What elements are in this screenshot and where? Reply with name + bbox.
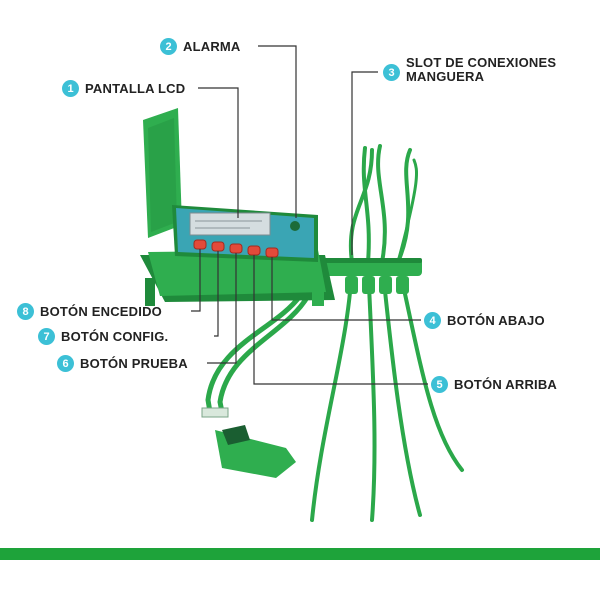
badge-8: 8: [17, 303, 34, 320]
leader-arriba: [253, 255, 428, 385]
label-line-2: MANGUERA: [406, 69, 485, 84]
leader-encedido: [191, 249, 201, 312]
label-text: BOTÓN PRUEBA: [80, 356, 188, 371]
label-text: BOTÓN CONFIG.: [61, 329, 169, 344]
hose-manifold: [322, 258, 422, 294]
label-alarma: 2 ALARMA: [160, 38, 241, 55]
hose-4: [396, 260, 464, 472]
test-button[interactable]: [229, 243, 243, 254]
controller-body: [140, 108, 335, 306]
up-button[interactable]: [247, 245, 261, 256]
label-boton-arriba: 5 BOTÓN ARRIBA: [431, 376, 557, 393]
hose-2: [366, 260, 377, 522]
leader-pantalla-lcd: [198, 87, 239, 218]
badge-1: 1: [62, 80, 79, 97]
hose-7: [376, 144, 387, 264]
alarm-indicator: [290, 221, 300, 231]
leader-alarma: [258, 45, 297, 218]
intake-filter: [201, 407, 296, 478]
label-text: BOTÓN ENCEDIDO: [40, 304, 162, 319]
bottom-green-bar: [0, 548, 600, 560]
control-buttons: [193, 239, 279, 258]
label-text: ALARMA: [183, 39, 241, 54]
label-boton-prueba: 6 BOTÓN PRUEBA: [57, 355, 188, 372]
label-slot-conexiones: 3 SLOT DE CONEXIONES MANGUERA: [383, 56, 556, 84]
power-button[interactable]: [193, 239, 207, 250]
label-text: PANTALLA LCD: [85, 81, 186, 96]
badge-4: 4: [424, 312, 441, 329]
config-button[interactable]: [211, 241, 225, 252]
label-text: SLOT DE CONEXIONES MANGUERA: [406, 56, 556, 84]
badge-2: 2: [160, 38, 177, 55]
label-text: BOTÓN ARRIBA: [454, 377, 558, 392]
label-boton-encedido: 8 BOTÓN ENCEDIDO: [17, 303, 162, 320]
hose-5: [348, 148, 374, 264]
leader-lines: [191, 45, 428, 385]
badge-5: 5: [431, 376, 448, 393]
label-boton-config: 7 BOTÓN CONFIG.: [38, 328, 168, 345]
badge-7: 7: [38, 328, 55, 345]
intake-hose-a: [205, 293, 303, 415]
down-button[interactable]: [265, 247, 279, 258]
drip-hoses: [205, 144, 464, 522]
label-text: BOTÓN ABAJO: [447, 313, 545, 328]
leader-abajo: [271, 257, 421, 321]
hose-6: [361, 146, 371, 264]
leader-prueba: [207, 253, 237, 364]
label-pantalla-lcd: 1 PANTALLA LCD: [62, 80, 185, 97]
leader-config: [214, 251, 219, 337]
badge-6: 6: [57, 355, 74, 372]
leader-slot: [351, 71, 378, 255]
label-line-1: SLOT DE CONEXIONES: [406, 55, 557, 70]
lcd-screen: [189, 212, 271, 236]
label-boton-abajo: 4 BOTÓN ABAJO: [424, 312, 545, 329]
hose-3: [380, 260, 422, 517]
hose-8: [396, 148, 412, 264]
hose-9: [396, 158, 419, 264]
badge-3: 3: [383, 64, 400, 81]
